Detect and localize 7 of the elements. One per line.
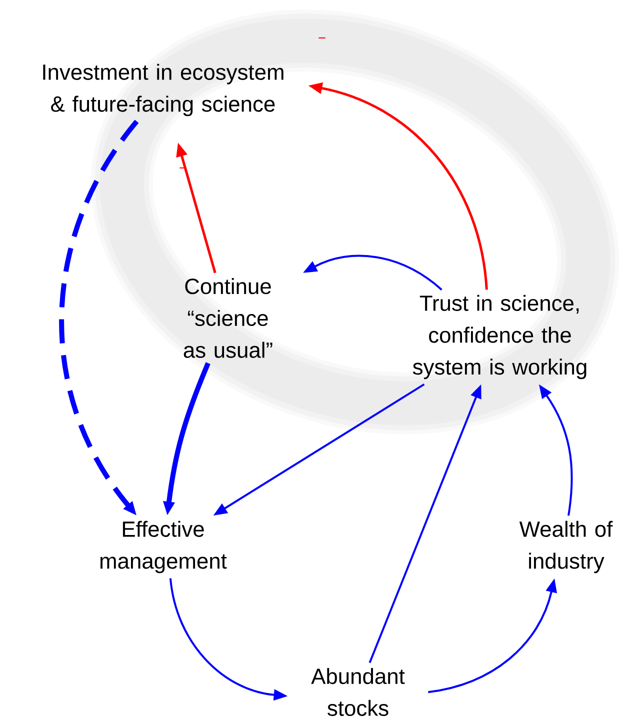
- variable-label: Effective management: [100, 520, 227, 574]
- variable-label: Trust in science, confidence the system is working: [412, 294, 586, 380]
- variable-label: Investment in ecosystem & future-facing science: [43, 64, 284, 116]
- variable-label: Wealth of industry: [519, 520, 613, 574]
- edge-label: −: [318, 37, 326, 38]
- variable-label: Continue “science as usual”: [184, 278, 272, 358]
- variable-label: Abundant stocks: [311, 668, 405, 716]
